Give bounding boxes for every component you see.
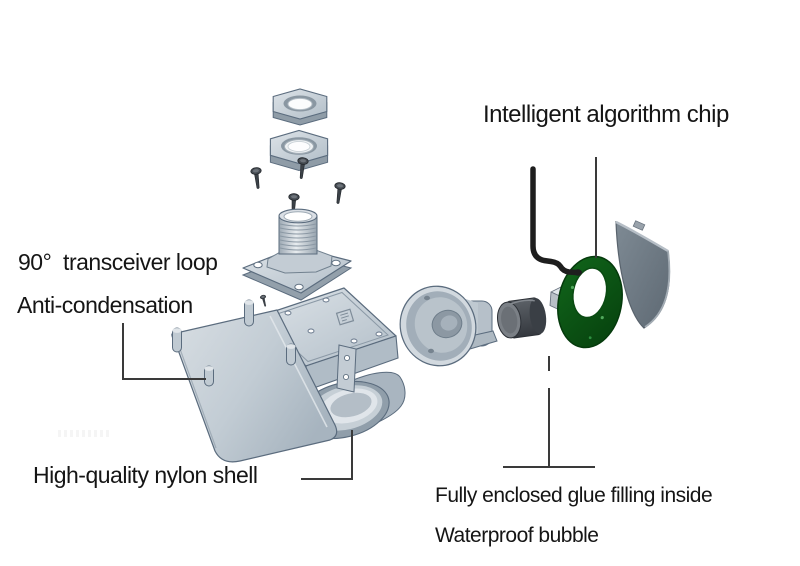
label-waterproof-bubble: Waterproof bubble — [435, 524, 599, 547]
label-anti-condensation: Anti-condensation — [17, 292, 193, 318]
part-pcb-ring-icon — [557, 255, 623, 349]
part-hex-nut-upper-icon — [272, 88, 328, 126]
part-cable-gland-flange-icon — [241, 208, 353, 301]
part-transducer-cylinder-icon — [497, 297, 547, 339]
part-rear-cover-shield-icon — [615, 220, 671, 329]
part-hex-nut-lower-icon — [269, 129, 329, 172]
part-signal-cable-icon — [530, 166, 582, 276]
leader-line-nylon-shell — [301, 430, 353, 480]
label-intelligent-algorithm-chip: Intelligent algorithm chip — [483, 101, 729, 128]
leader-line-glue-filling — [503, 356, 595, 468]
label-nylon-shell: High-quality nylon shell — [33, 462, 258, 488]
shell-emblem-icon — [335, 308, 355, 326]
part-horn-cone-icon — [399, 285, 498, 367]
label-transceiver-loop: 90° transceiver loop — [18, 249, 218, 275]
leader-line-anti-condensation — [122, 323, 206, 380]
watermark — [58, 430, 110, 437]
label-glue-filling: Fully enclosed glue filling inside — [435, 484, 713, 507]
part-nylon-shell-icon — [171, 287, 406, 463]
